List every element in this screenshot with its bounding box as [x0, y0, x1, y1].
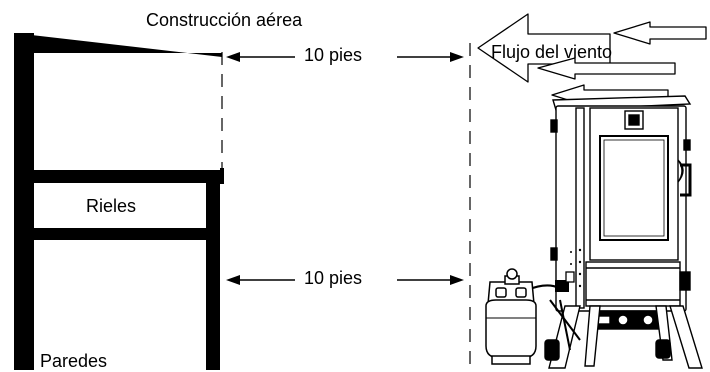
- dimension-arrow-bottom: [226, 275, 464, 285]
- propane-tank: [485, 268, 537, 365]
- regulator-hose: [526, 271, 575, 292]
- railings-label: Rieles: [86, 196, 137, 216]
- building-post-right: [206, 170, 220, 370]
- wind-flow-label: Flujo del viento: [491, 42, 613, 62]
- distance-label-top: 10 pies: [304, 45, 363, 65]
- railing-top-beam: [14, 170, 224, 183]
- wind-arrow-small-top: [613, 21, 707, 45]
- dimension-arrow-top: [226, 52, 464, 62]
- overhead-construction-label: Construcción aérea: [146, 10, 303, 30]
- distance-label-bottom: 10 pies: [304, 268, 363, 288]
- wind-arrow-large: [477, 13, 611, 83]
- building-post-left: [14, 33, 34, 370]
- walls-label: Paredes: [40, 351, 108, 371]
- smoker: [544, 95, 703, 369]
- smoker-leg-right: [669, 305, 703, 369]
- control-knob-1: [617, 314, 629, 326]
- control-knob-2: [642, 314, 654, 326]
- clearance-lines: [221, 43, 471, 370]
- railing-bottom-beam: [14, 228, 220, 240]
- overhead-construction: [14, 33, 222, 57]
- building-structure: [14, 33, 224, 370]
- wind-arrow-small-mid: [537, 57, 676, 80]
